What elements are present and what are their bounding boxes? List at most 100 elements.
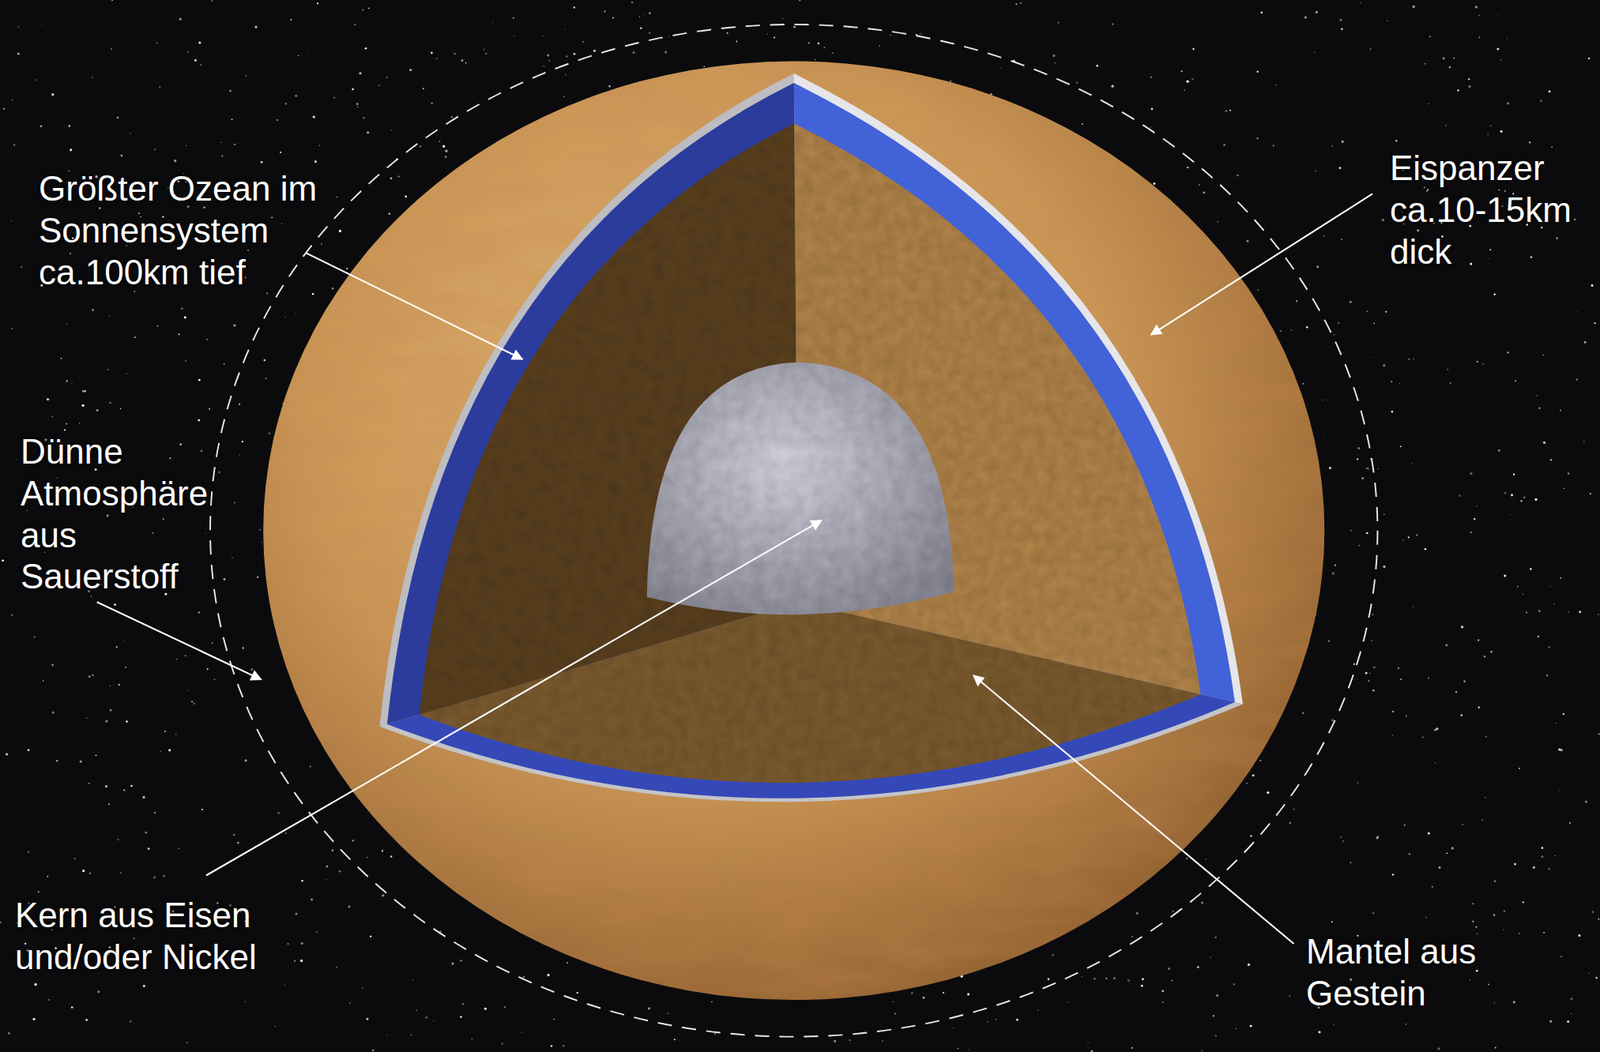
star [82, 869, 85, 873]
star [922, 997, 926, 1000]
star [197, 419, 200, 422]
star [365, 1018, 369, 1021]
star [297, 55, 300, 57]
callout-label: Kern aus Eisen und/oder Nickel [15, 895, 284, 979]
star [1408, 358, 1410, 360]
star [164, 730, 166, 733]
star [1415, 534, 1418, 537]
star [109, 709, 113, 712]
star [1215, 1035, 1217, 1037]
star [484, 1008, 487, 1011]
star [1371, 613, 1374, 616]
star [316, 931, 318, 934]
star [1141, 978, 1145, 981]
star [1427, 832, 1431, 836]
star [1197, 966, 1200, 969]
star [1200, 902, 1204, 905]
star [1183, 89, 1186, 91]
star [338, 229, 342, 233]
star [1340, 238, 1343, 241]
star [1170, 980, 1173, 983]
star [65, 423, 68, 426]
star [265, 377, 268, 380]
star [175, 734, 177, 736]
star [1482, 363, 1484, 366]
star [1391, 410, 1393, 413]
star [109, 315, 110, 317]
star [1377, 468, 1378, 470]
star [120, 154, 124, 158]
star [233, 143, 236, 146]
star [1554, 855, 1556, 857]
star [1416, 229, 1420, 232]
star [1517, 586, 1518, 588]
star [41, 23, 43, 25]
star [1266, 791, 1269, 795]
star [1487, 984, 1490, 987]
star [1583, 440, 1585, 443]
star [268, 432, 272, 436]
star [1288, 995, 1291, 998]
star [1382, 364, 1386, 367]
star [1152, 182, 1156, 185]
star [1476, 361, 1479, 363]
star [1566, 1020, 1570, 1024]
star [1395, 139, 1397, 142]
star [1374, 357, 1375, 358]
star [1513, 1001, 1516, 1004]
star [814, 59, 816, 61]
star [1192, 48, 1194, 50]
star [187, 690, 189, 692]
star [523, 976, 525, 979]
star [88, 783, 90, 784]
star [1475, 926, 1477, 929]
star [192, 702, 196, 705]
star [283, 984, 286, 987]
star [444, 155, 448, 159]
star [647, 1007, 651, 1010]
star [107, 368, 109, 370]
star [1513, 474, 1515, 476]
star [1445, 124, 1446, 126]
star [563, 96, 565, 98]
star [1249, 835, 1252, 837]
star [1289, 822, 1292, 825]
star [485, 52, 487, 55]
star [1528, 141, 1531, 144]
star [90, 595, 92, 597]
star [564, 29, 566, 31]
star [1593, 322, 1596, 324]
star [211, 642, 214, 644]
star [1181, 70, 1183, 72]
star [362, 116, 366, 120]
star [1525, 612, 1528, 614]
star [1392, 711, 1395, 714]
star [1290, 329, 1292, 332]
star [808, 41, 810, 44]
star [284, 102, 287, 106]
star [416, 1010, 418, 1013]
star [1468, 85, 1471, 88]
star [1551, 146, 1552, 147]
star [319, 145, 320, 147]
star [1016, 1019, 1019, 1022]
star [459, 1016, 463, 1019]
star [60, 357, 63, 360]
star [735, 41, 738, 43]
star [110, 48, 113, 50]
star [1412, 358, 1415, 361]
star [1463, 680, 1466, 683]
callout-label: Dünne Atmosphäre aus Sauerstoff [20, 431, 228, 599]
star [1481, 819, 1484, 821]
star [1514, 380, 1517, 382]
star [314, 160, 317, 163]
star [320, 243, 323, 245]
star [1295, 300, 1298, 302]
star [1402, 539, 1404, 541]
star [1555, 237, 1559, 240]
star [124, 666, 127, 669]
star [223, 363, 226, 366]
star [1369, 673, 1371, 674]
star [1293, 809, 1295, 810]
star [442, 145, 445, 148]
